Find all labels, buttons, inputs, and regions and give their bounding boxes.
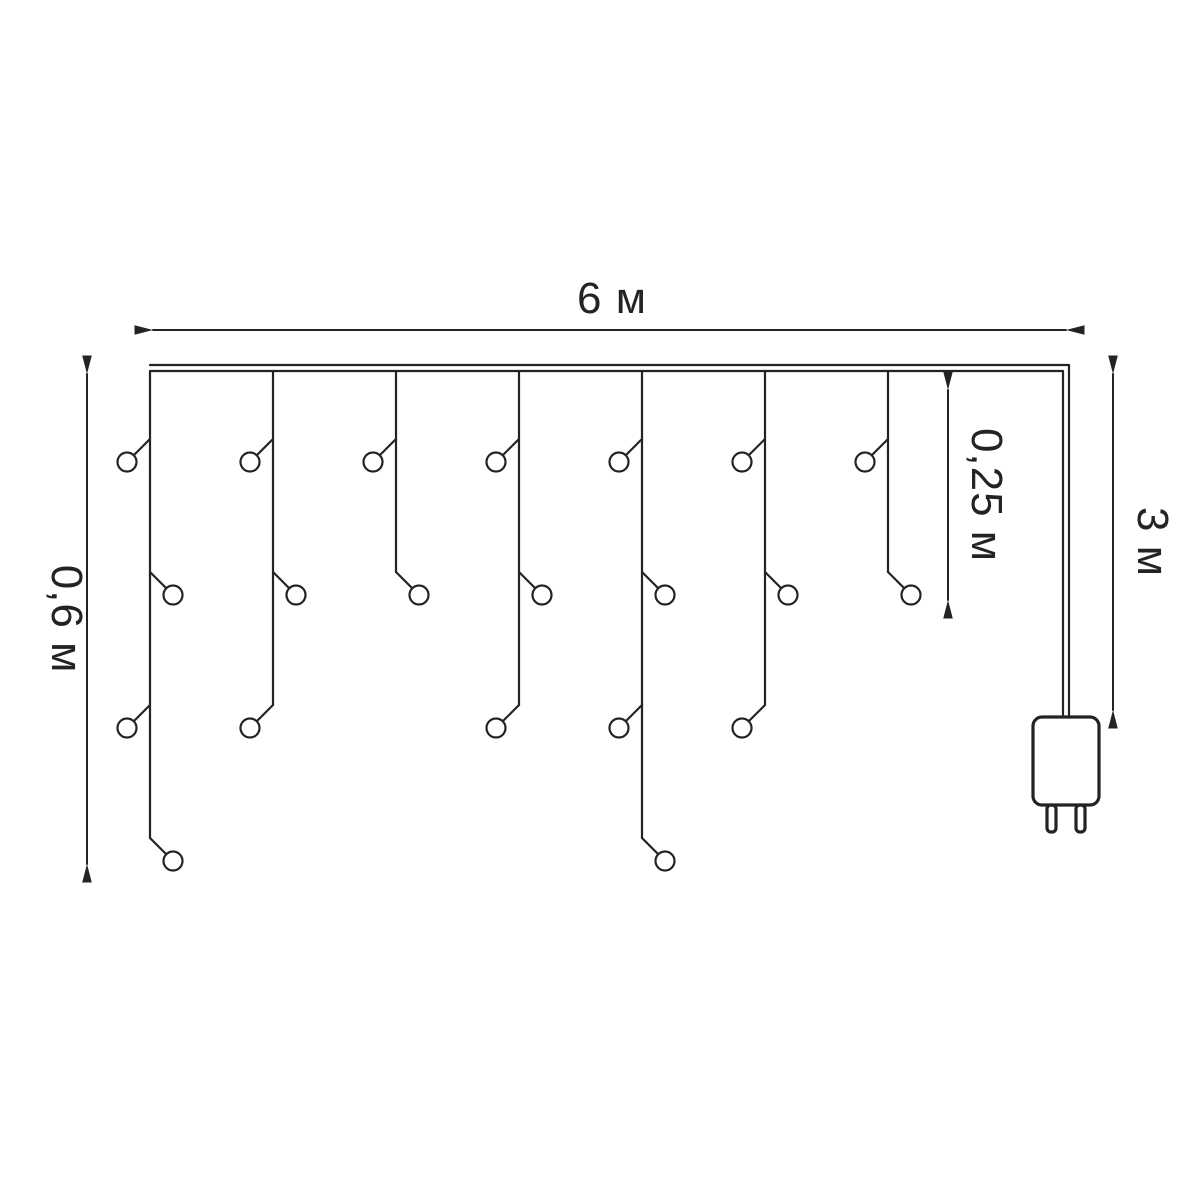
dimension-drop-spacing: 0,25 м	[943, 371, 1011, 619]
dimension-label-drop-spacing: 0,25 м	[962, 428, 1011, 562]
plug-prong-icon	[1074, 803, 1087, 834]
bulb-icon	[485, 703, 521, 739]
bulb-icon	[517, 570, 553, 606]
bulb-icon	[485, 437, 521, 473]
bulb-icon	[116, 703, 152, 739]
main-wire-inner-line	[148, 369, 1065, 719]
main-wire	[148, 363, 1071, 719]
dimension-label-total-width: 6 м	[577, 274, 647, 323]
bulb-icon	[148, 570, 184, 606]
main-wire-outer-line	[148, 363, 1071, 719]
bulb-icon	[148, 836, 184, 872]
bulb-icon	[116, 437, 152, 473]
bulb-icon	[886, 570, 922, 606]
dimension-cord-length: 3 м	[1108, 355, 1177, 729]
bulb-icon	[394, 570, 430, 606]
plug-prong-icon	[1045, 803, 1058, 834]
bulb-icon	[239, 703, 275, 739]
bulb-icon	[640, 570, 676, 606]
bulb-icon	[854, 437, 890, 473]
dimension-label-cord-length: 3 м	[1128, 507, 1177, 577]
bulb-icon	[271, 570, 307, 606]
bulb-icon	[362, 437, 398, 473]
bulb-icon	[763, 570, 799, 606]
bulb-icon	[608, 437, 644, 473]
power-adapter	[1031, 715, 1101, 834]
bulb-icon	[608, 703, 644, 739]
power-adapter-body	[1031, 715, 1101, 807]
drop-wires	[148, 369, 890, 840]
bulb-icon	[731, 437, 767, 473]
dimension-total-width: 6 м	[134, 274, 1085, 335]
dimension-label-drop-height: 0,6 м	[42, 565, 91, 674]
bulb-icon	[239, 437, 275, 473]
bulb-icon	[640, 836, 676, 872]
dimension-drop-height: 0,6 м	[42, 355, 92, 883]
bulb-icon	[731, 703, 767, 739]
